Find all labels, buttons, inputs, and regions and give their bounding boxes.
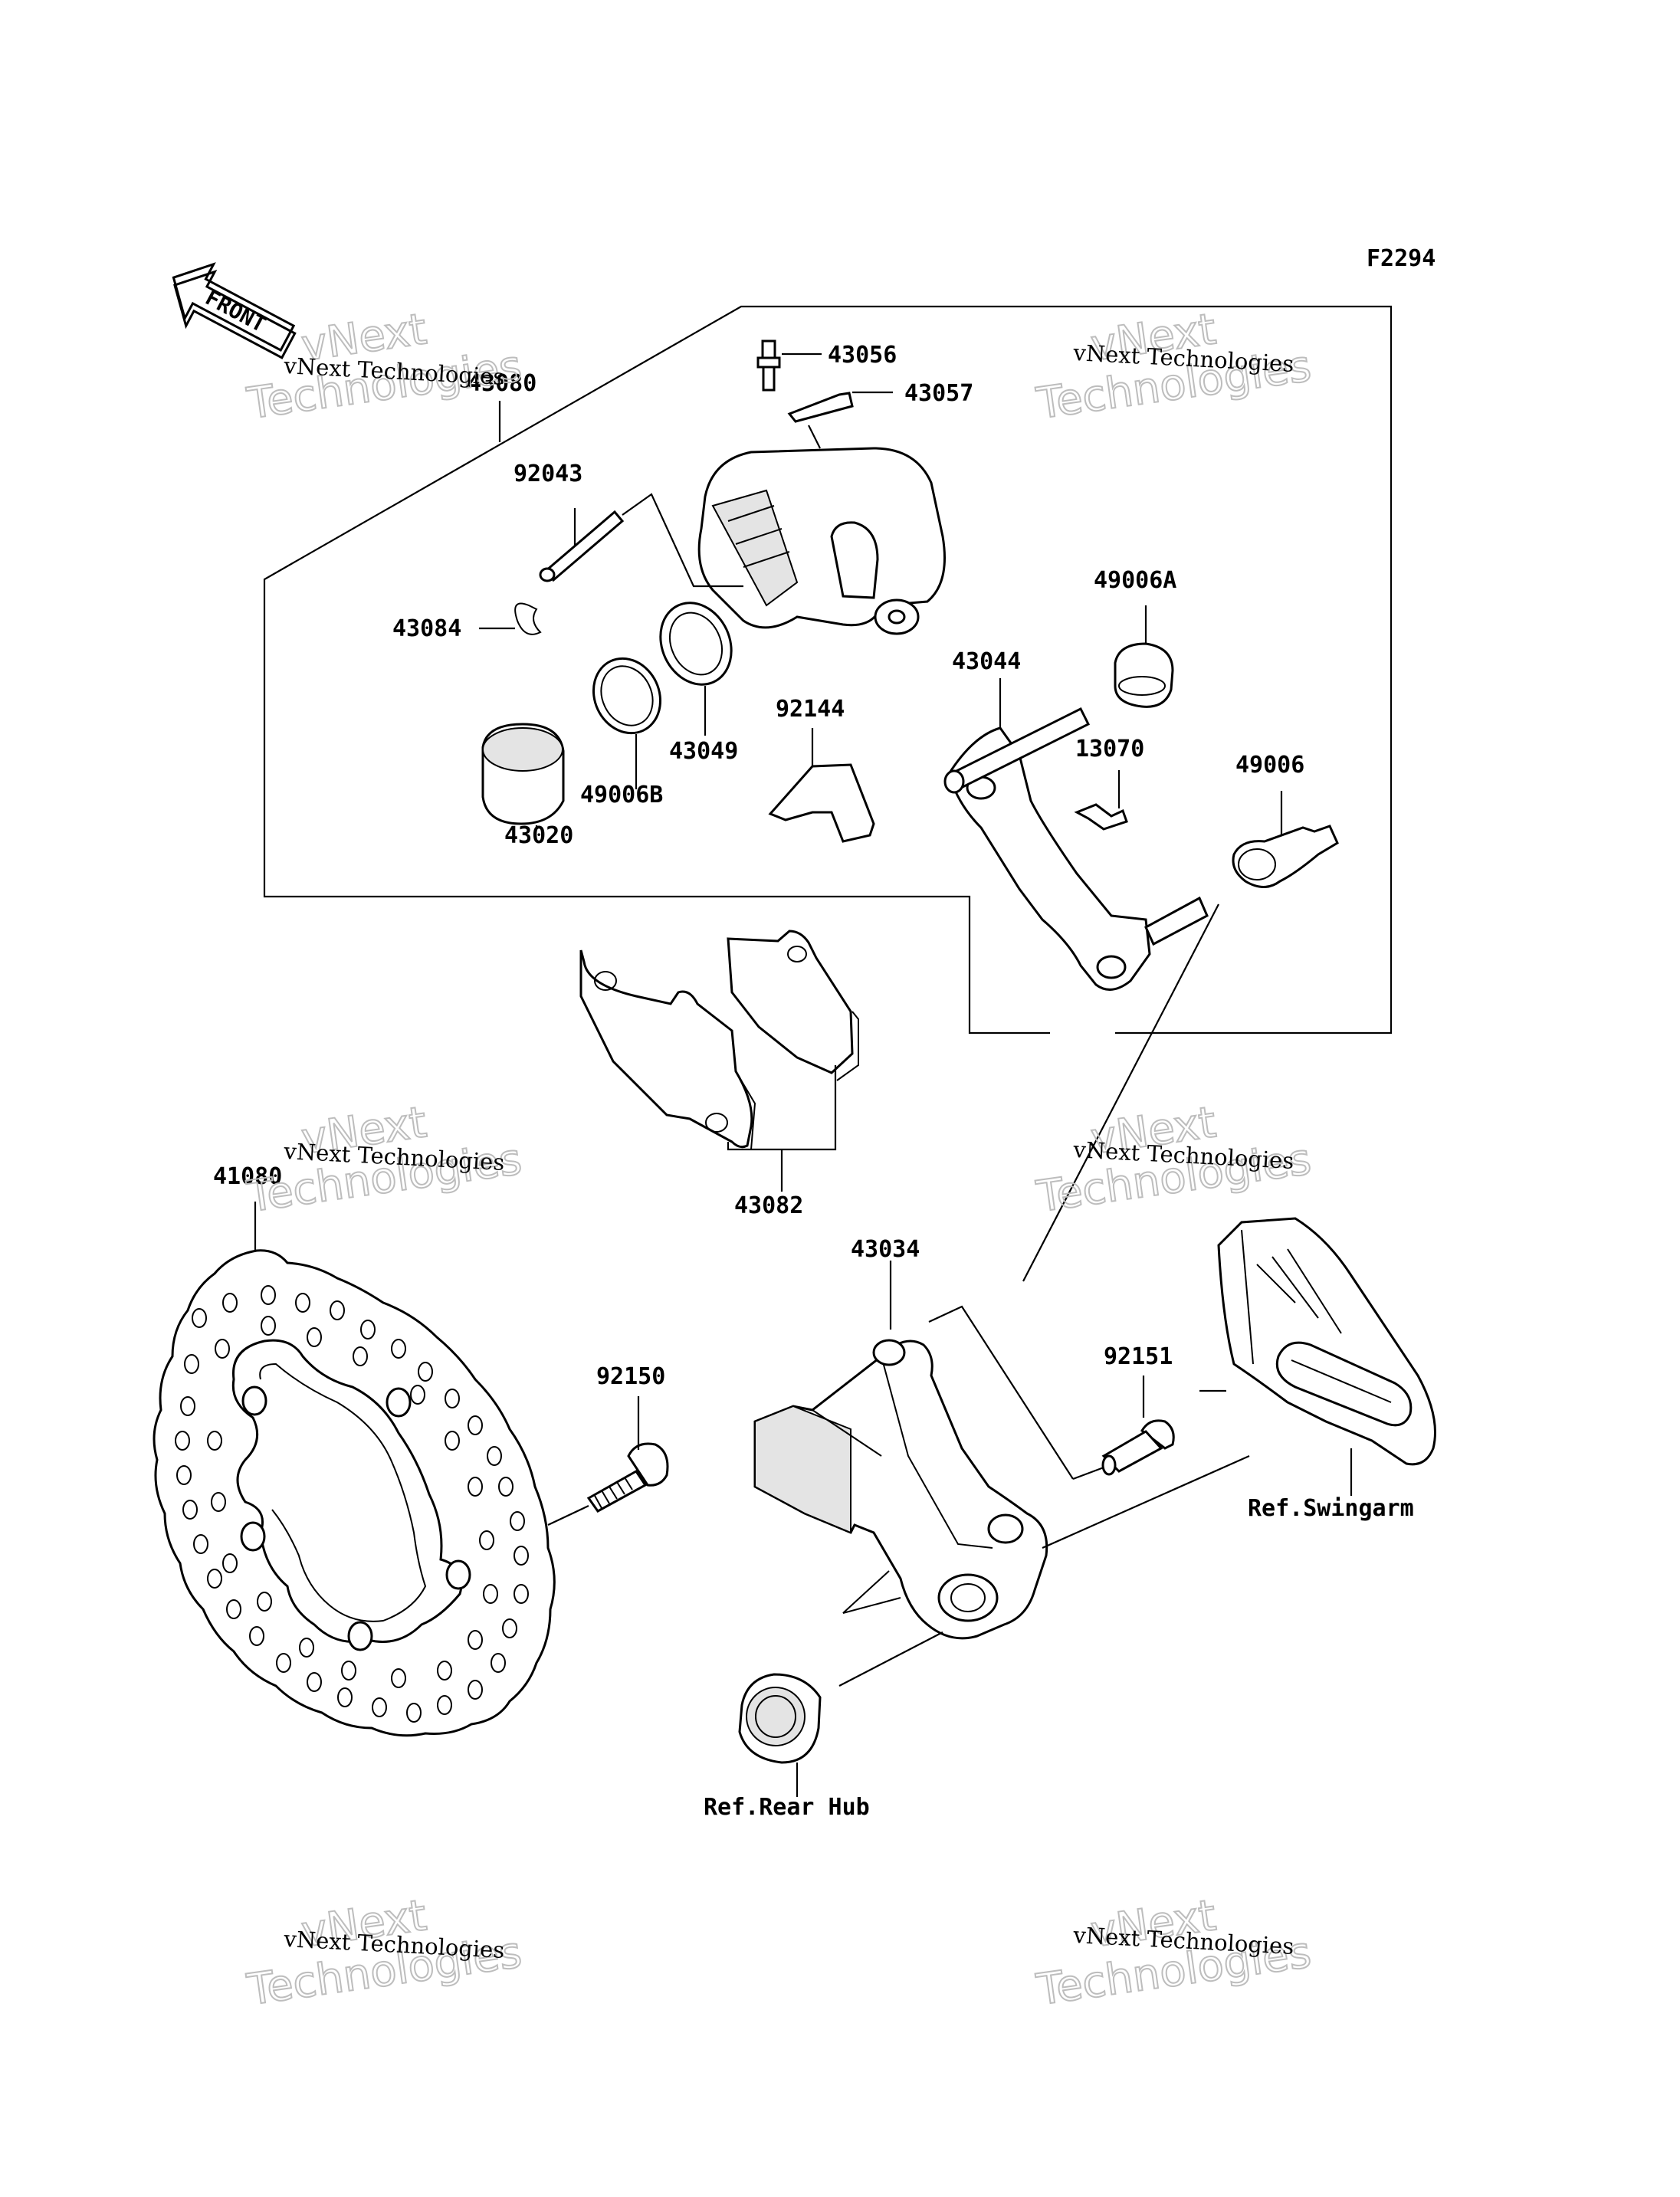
- piston-seal: [592, 657, 662, 735]
- label-43080: 43080: [468, 370, 536, 397]
- label-43082: 43082: [734, 1192, 803, 1219]
- rear-hub-collar: [738, 1673, 822, 1764]
- dust-seal: [659, 602, 733, 686]
- caliper-pin: [539, 510, 625, 582]
- leader-cap-to-caliper: [808, 425, 821, 449]
- brake-disc: [153, 1249, 556, 1737]
- leader-bracket-to-holder: [1022, 903, 1219, 1282]
- holder-bolt: [1101, 1419, 1175, 1476]
- label-49006: 49006: [1235, 752, 1304, 779]
- piston: [481, 723, 565, 825]
- label-92150: 92150: [596, 1363, 665, 1390]
- label-43084: 43084: [392, 615, 461, 642]
- r-clip: [514, 602, 542, 635]
- label-49006B: 49006B: [580, 782, 663, 808]
- caliper-holder: [753, 1339, 1048, 1640]
- label-43020: 43020: [504, 822, 573, 849]
- leader-collar-to-holder: [838, 1631, 943, 1687]
- label-13070: 13070: [1075, 736, 1144, 762]
- label-43044: 43044: [952, 648, 1021, 675]
- caliper-body: [697, 447, 946, 635]
- label-43034: 43034: [851, 1236, 920, 1263]
- bracket-clip: [1074, 803, 1128, 831]
- caliper-assembly-outline: [263, 305, 1393, 1035]
- label-ref-swingarm: Ref.Swingarm: [1248, 1495, 1414, 1522]
- boot: [1232, 825, 1339, 888]
- bleeder-cap: [787, 392, 854, 423]
- figure-code: F2294: [1367, 245, 1436, 272]
- leader-bolt-to-holder: [1072, 1466, 1104, 1481]
- front-arrow-text: FRONT: [202, 285, 271, 338]
- boot-a: [1114, 642, 1174, 708]
- disc-bolt: [586, 1442, 669, 1513]
- label-43057: 43057: [904, 380, 973, 407]
- label-43049: 43049: [669, 738, 738, 765]
- brake-pad-1: [579, 949, 756, 1150]
- leader-bolt-to-disc: [547, 1505, 589, 1526]
- leader-pin-to-caliper: [622, 493, 743, 588]
- label-92043: 92043: [514, 461, 582, 487]
- label-43056: 43056: [828, 342, 897, 369]
- label-92144: 92144: [776, 696, 845, 723]
- leader-axle: [1042, 1454, 1250, 1549]
- bleeder-valve: [756, 339, 781, 392]
- label-49006A: 49006A: [1094, 567, 1176, 594]
- label-92151: 92151: [1104, 1343, 1173, 1370]
- front-arrow-icon: FRONT: [172, 262, 297, 359]
- label-41080: 41080: [213, 1163, 282, 1190]
- brake-pad-2: [727, 930, 859, 1081]
- label-ref-rear-hub: Ref.Rear Hub: [704, 1794, 870, 1821]
- leader-holder-to-bolt: [928, 1305, 1074, 1480]
- pad-spring: [768, 763, 875, 843]
- caliper-bracket: [943, 707, 1209, 991]
- swingarm-bracket: [1217, 1217, 1436, 1466]
